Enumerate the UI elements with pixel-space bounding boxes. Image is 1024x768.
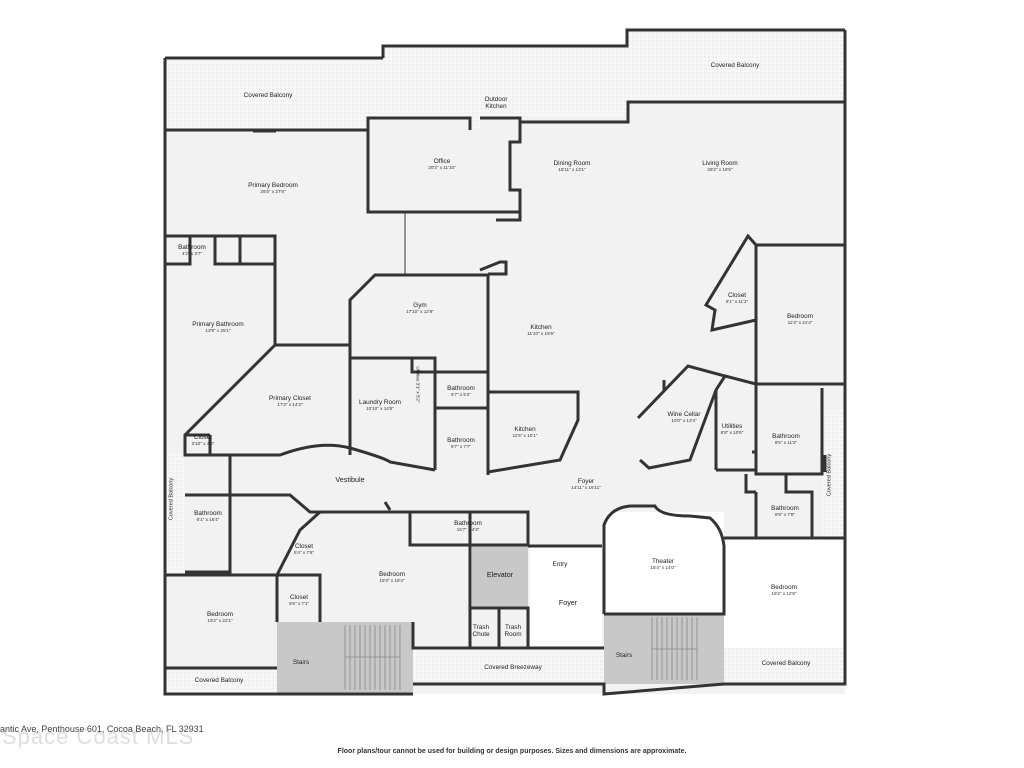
label-outdoor-kitchen: Outdoor Kitchen <box>484 96 508 111</box>
bedroom-right-floor <box>724 538 845 648</box>
label-entry: Entry <box>552 561 568 568</box>
label-trash-room: Trash Room <box>504 624 522 639</box>
label-elevator: Elevator <box>486 570 514 579</box>
disclaimer: Floor plans/tour cannot be used for buil… <box>337 748 687 755</box>
balcony-top <box>165 30 845 130</box>
label-vestibule: Vestibule <box>335 475 365 484</box>
watermark: Space Coast MLS <box>2 724 195 749</box>
entry-foyer <box>530 546 602 648</box>
label-covered-balcony-left: Covered Balcony <box>243 92 293 99</box>
label-trash-chute: Trash Chute <box>472 624 490 639</box>
balcony-right <box>822 410 845 538</box>
label-utilities-closet: Utilities 3'1" x 5'2" <box>415 366 421 403</box>
stairs-right-treads <box>651 617 698 680</box>
stairs-left-treads <box>344 625 401 690</box>
label-foyer-entry: Foyer <box>558 598 578 607</box>
label-covered-balcony-top: Covered Balcony <box>710 62 760 69</box>
walls <box>163 28 847 696</box>
breezeway <box>413 648 604 684</box>
label-covered-balcony-bottom-left: Covered Balcony <box>194 677 244 684</box>
label-stairs-right: Stairs <box>615 652 633 659</box>
label-side-balcony-left: Covered Balcony <box>168 477 175 521</box>
label-covered-balcony-bottom-right: Covered Balcony <box>761 660 811 667</box>
label-covered-breezeway: Covered Breezeway <box>484 664 542 671</box>
balcony-bottom-right <box>724 648 845 684</box>
address-text: antic Ave, Penthouse 601, Cocoa Beach, F… <box>0 724 204 734</box>
elevator <box>472 546 528 608</box>
window-marks <box>253 129 827 511</box>
theater-floor <box>604 512 724 614</box>
label-side-balcony-right: Covered Balcony <box>826 453 833 497</box>
balcony-left <box>165 452 185 572</box>
balcony-bottom-left <box>165 668 277 694</box>
label-stairs-left: Stairs <box>292 659 310 666</box>
